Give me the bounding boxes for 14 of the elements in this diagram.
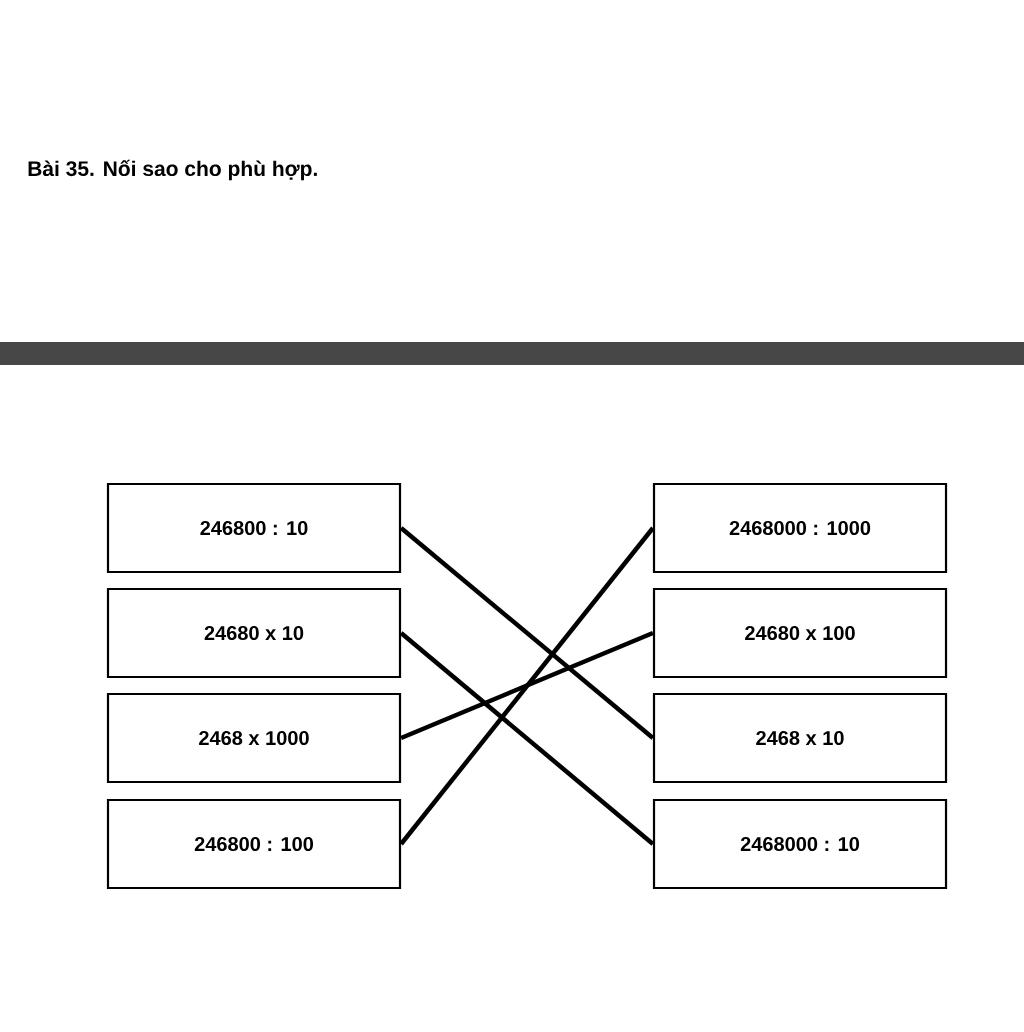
- matching-line: [399, 526, 655, 740]
- answer-box: 246800 : 100: [106, 798, 402, 890]
- divider-bar: [0, 342, 1024, 365]
- answer-box: 2468000 : 1000: [652, 482, 948, 574]
- answer-box: 24680 x 10: [106, 587, 402, 679]
- answer-box: 2468000 : 10: [652, 798, 948, 890]
- matching-line: [400, 630, 654, 741]
- answer-box: 2468 x 10: [652, 692, 948, 784]
- matching-line: [399, 526, 655, 846]
- title: Bài 35. Nối sao cho phù hợp.: [28, 159, 317, 181]
- answer-box: 2468 x 1000: [106, 692, 402, 784]
- answer-box: 246800 : 10: [106, 482, 402, 574]
- matching-line: [399, 631, 655, 846]
- answer-box: 24680 x 100: [652, 587, 948, 679]
